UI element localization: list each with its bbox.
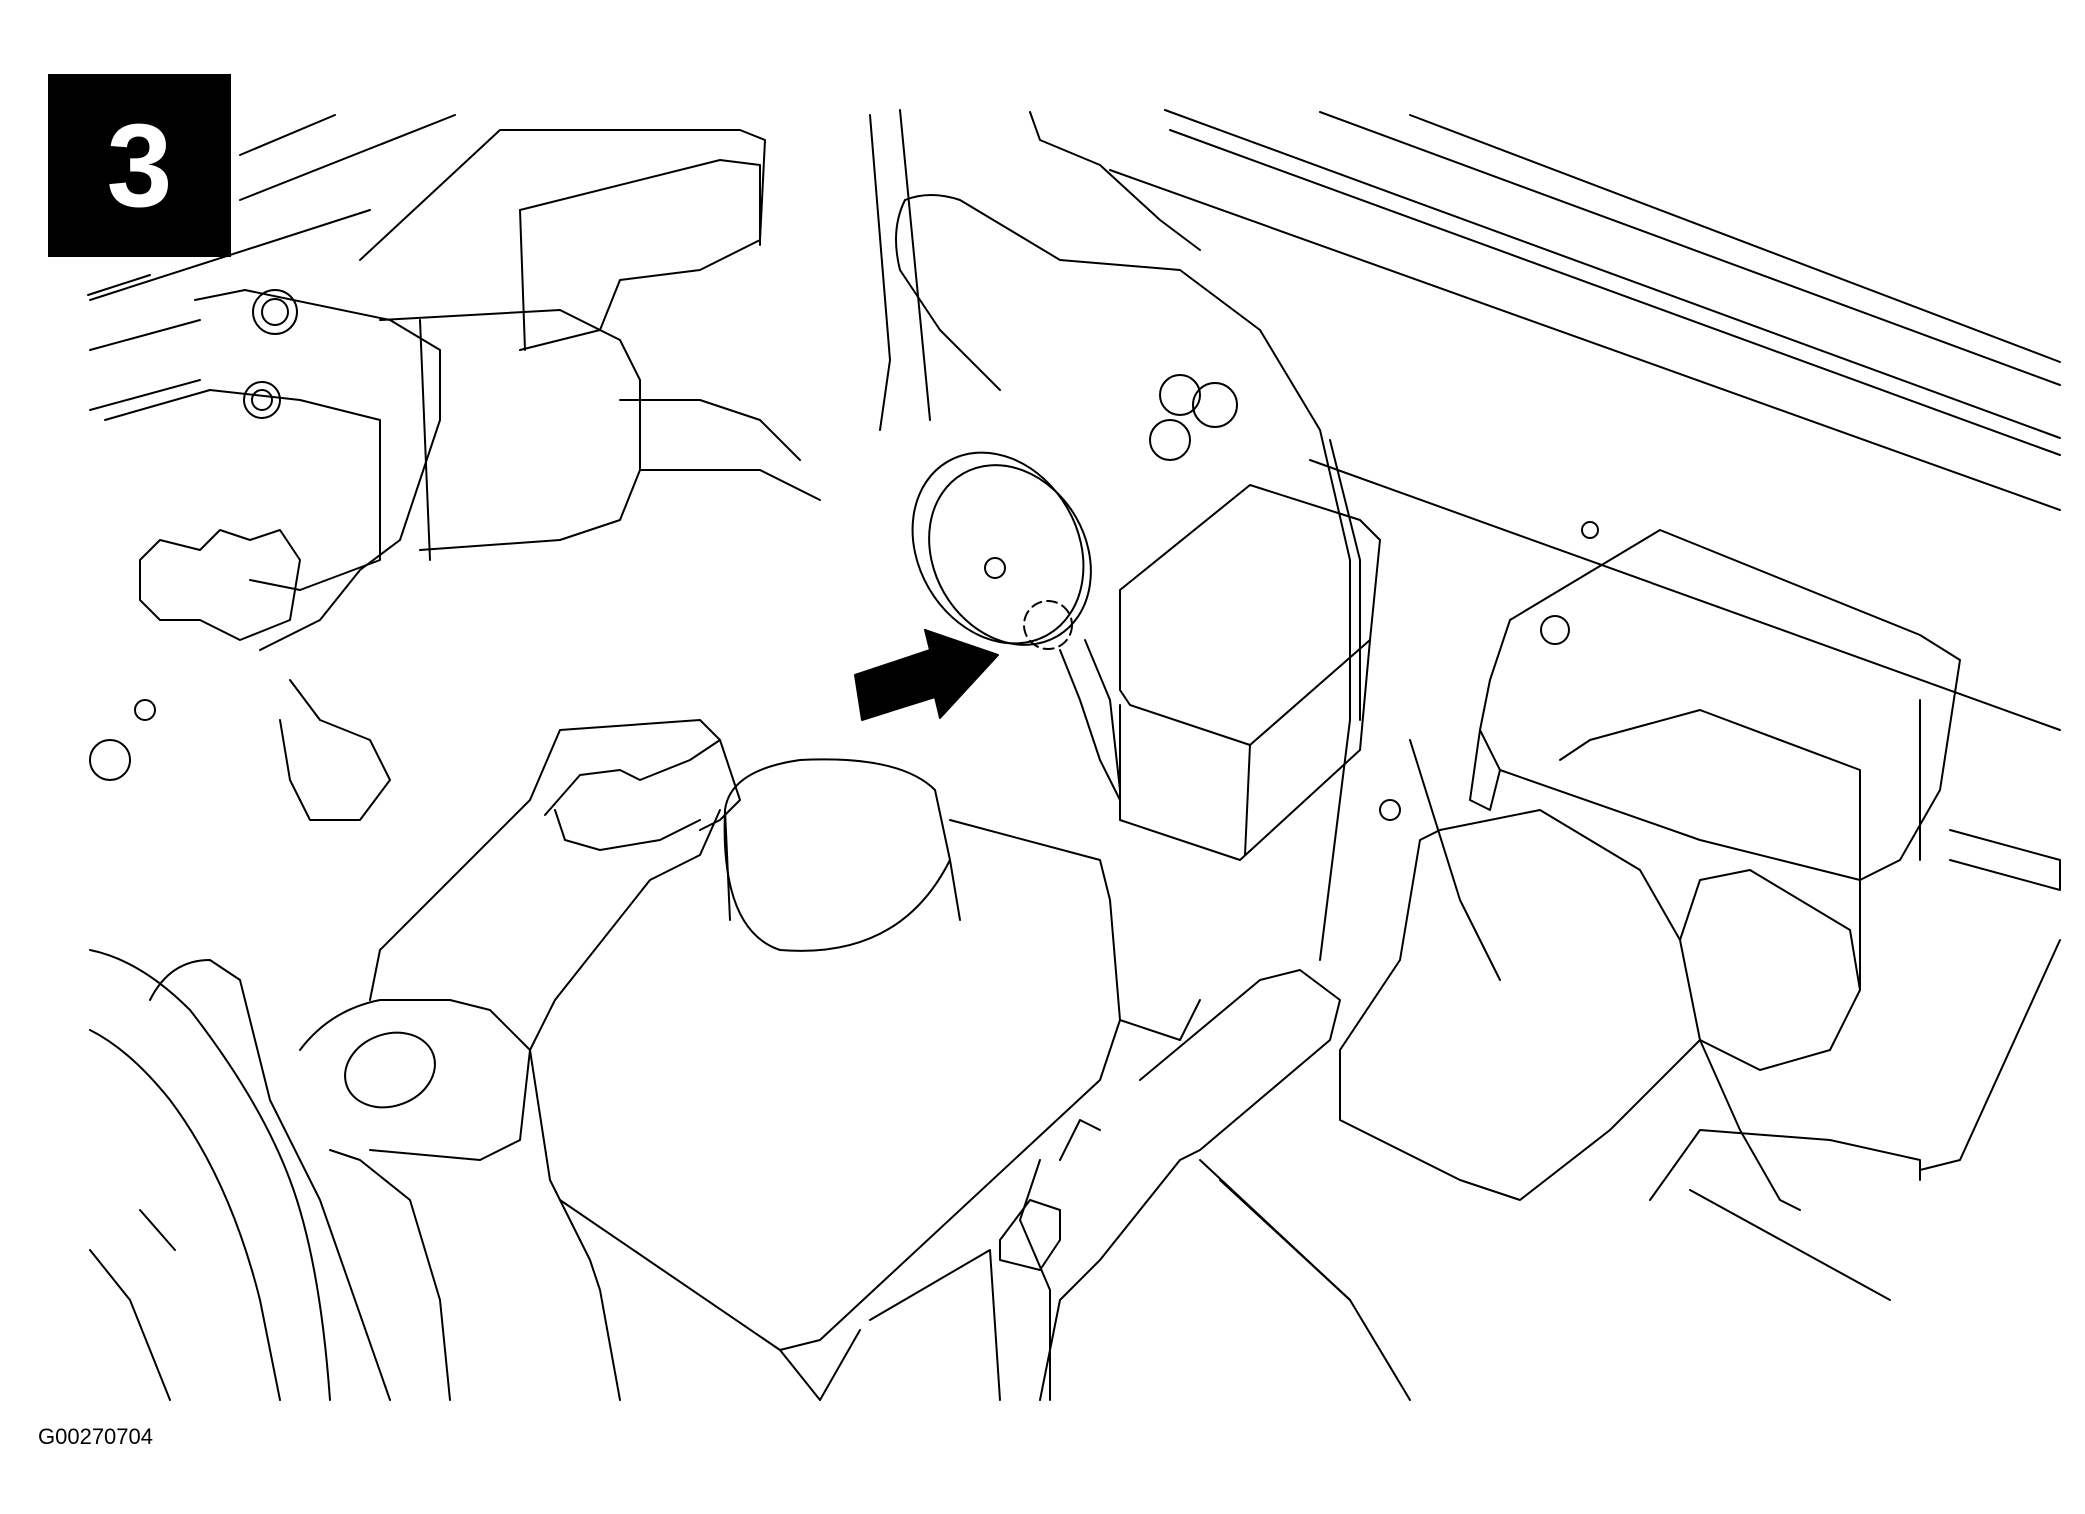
left-motor-assembly	[89, 289, 821, 821]
left-upper-housing	[359, 109, 1201, 431]
coolant-reservoir	[369, 719, 1121, 1351]
hood-edge-lines	[87, 109, 2061, 731]
cable-harness	[895, 194, 1361, 961]
step-number: 3	[106, 99, 173, 232]
lower-left-structure	[89, 949, 621, 1401]
battery-assembly	[1339, 521, 2061, 1301]
step-number-badge: 3	[48, 74, 231, 257]
arrow-indicator	[854, 629, 999, 721]
relay-box	[1119, 374, 1381, 861]
lower-frame	[779, 969, 1411, 1401]
horn	[911, 451, 1121, 801]
figure-id-label: G00270704	[38, 1424, 153, 1449]
